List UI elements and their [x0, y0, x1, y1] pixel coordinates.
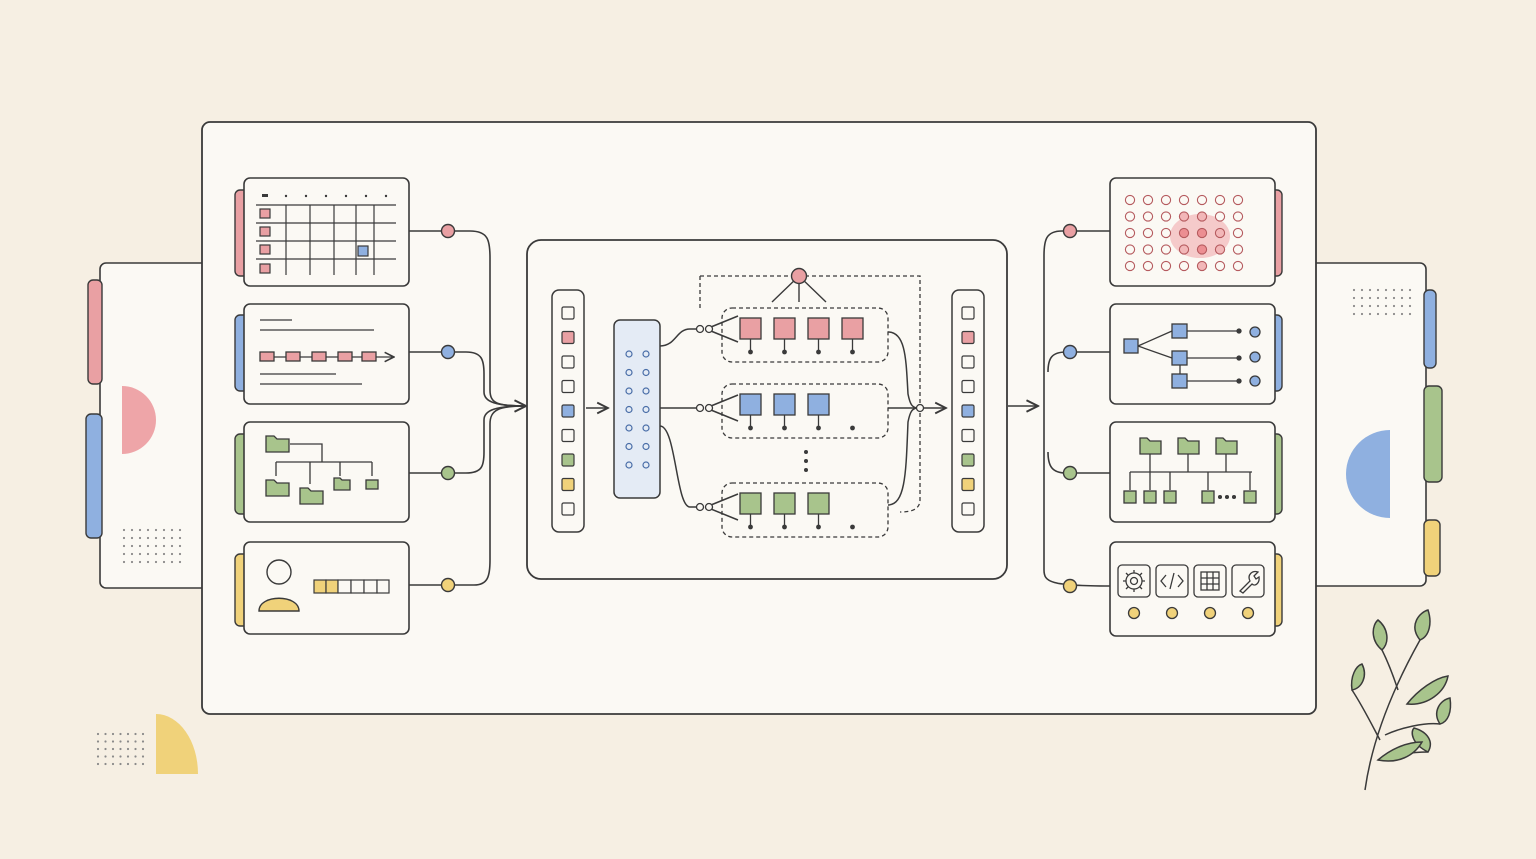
token-green — [561, 453, 575, 467]
combine-wires — [887, 331, 946, 506]
token-red — [961, 330, 975, 345]
input-card-user-profile[interactable] — [234, 541, 410, 635]
router-nodes — [695, 324, 714, 512]
out-port-green — [1062, 465, 1078, 481]
port-yellow — [440, 577, 456, 593]
input-tokens — [561, 306, 575, 516]
plant-icon — [1350, 609, 1452, 791]
token-empty — [961, 502, 975, 516]
input-card-folder-tree[interactable] — [234, 421, 410, 523]
token-yellow — [961, 477, 975, 492]
heatmap-icon — [1124, 194, 1244, 272]
input-connectors — [409, 230, 526, 586]
token-red — [561, 330, 575, 345]
token-empty — [961, 428, 975, 443]
output-tokens — [961, 306, 975, 516]
half-circle-blue-icon — [1346, 430, 1390, 518]
expert-row-red — [721, 307, 889, 363]
token-empty — [561, 502, 575, 516]
out-port-yellow — [1062, 578, 1078, 594]
out-port-red — [1062, 223, 1078, 239]
right-tab-yellow — [1423, 519, 1441, 577]
gate-node — [699, 267, 921, 513]
token-blue — [561, 404, 575, 418]
output-card-dot-heatmap[interactable] — [1109, 177, 1283, 287]
code-icon — [1160, 572, 1184, 590]
expert-row-green — [721, 482, 889, 538]
central-processor — [526, 239, 1008, 580]
progress-bar — [313, 579, 390, 594]
output-port-dots — [1062, 223, 1078, 594]
output-cards — [1109, 177, 1283, 637]
combine-node — [915, 403, 925, 413]
expert-row-blue — [721, 383, 889, 439]
input-card-sequence-timeline[interactable] — [234, 303, 410, 405]
token-empty — [561, 428, 575, 443]
output-card-folder-hierarchy[interactable] — [1109, 421, 1283, 523]
tools-icon — [1117, 564, 1265, 598]
expert-block — [739, 317, 762, 340]
expert-block — [739, 492, 762, 515]
expert-block — [773, 492, 796, 515]
left-tab-blue — [85, 413, 103, 539]
token-empty — [961, 355, 975, 369]
calendar-icon — [256, 204, 396, 275]
token-green — [961, 453, 975, 467]
folder-tree-icon — [265, 435, 379, 505]
input-cards — [234, 177, 410, 635]
output-card-branching-tree[interactable] — [1109, 303, 1283, 405]
token-blue — [961, 404, 975, 418]
token-yellow — [561, 477, 575, 492]
ellipsis-vertical-icon — [804, 450, 808, 472]
wrench-icon — [1238, 570, 1260, 594]
embedding-dots — [625, 350, 650, 469]
tool-indicator-dots — [1127, 606, 1255, 620]
expert-block — [807, 317, 830, 340]
expert-block — [807, 393, 830, 416]
right-tab-green — [1423, 385, 1443, 483]
token-empty — [961, 379, 975, 394]
input-card-calendar-grid[interactable] — [234, 177, 410, 287]
expert-rows — [721, 307, 889, 538]
left-tab-red — [87, 279, 103, 385]
user-icon — [258, 559, 300, 612]
folder-hierarchy-icon — [1123, 437, 1257, 504]
token-empty — [961, 306, 975, 320]
expert-block — [739, 393, 762, 416]
port-blue — [440, 344, 456, 360]
token-empty — [561, 355, 575, 369]
right-tab-blue — [1423, 289, 1437, 369]
half-circle-red-icon — [122, 386, 156, 454]
expert-block — [773, 317, 796, 340]
quarter-circle-yellow-icon — [156, 714, 198, 774]
expert-block — [773, 393, 796, 416]
port-red — [440, 223, 456, 239]
table-icon — [1200, 571, 1220, 591]
expert-block — [841, 317, 864, 340]
token-empty — [561, 379, 575, 394]
timeline-icon — [259, 319, 394, 385]
token-empty — [561, 306, 575, 320]
dot-grid-left — [122, 528, 182, 564]
gear-icon — [1123, 570, 1145, 592]
out-port-blue — [1062, 344, 1078, 360]
input-port-dots — [440, 223, 456, 593]
port-green — [440, 465, 456, 481]
dot-grid-bottom-left — [96, 732, 145, 766]
dot-grid-right — [1352, 288, 1412, 316]
expert-block — [807, 492, 830, 515]
output-card-tools-panel[interactable] — [1109, 541, 1283, 637]
embedding-block — [613, 319, 661, 499]
processor-frame — [526, 239, 1008, 580]
tree-icon — [1123, 323, 1261, 389]
